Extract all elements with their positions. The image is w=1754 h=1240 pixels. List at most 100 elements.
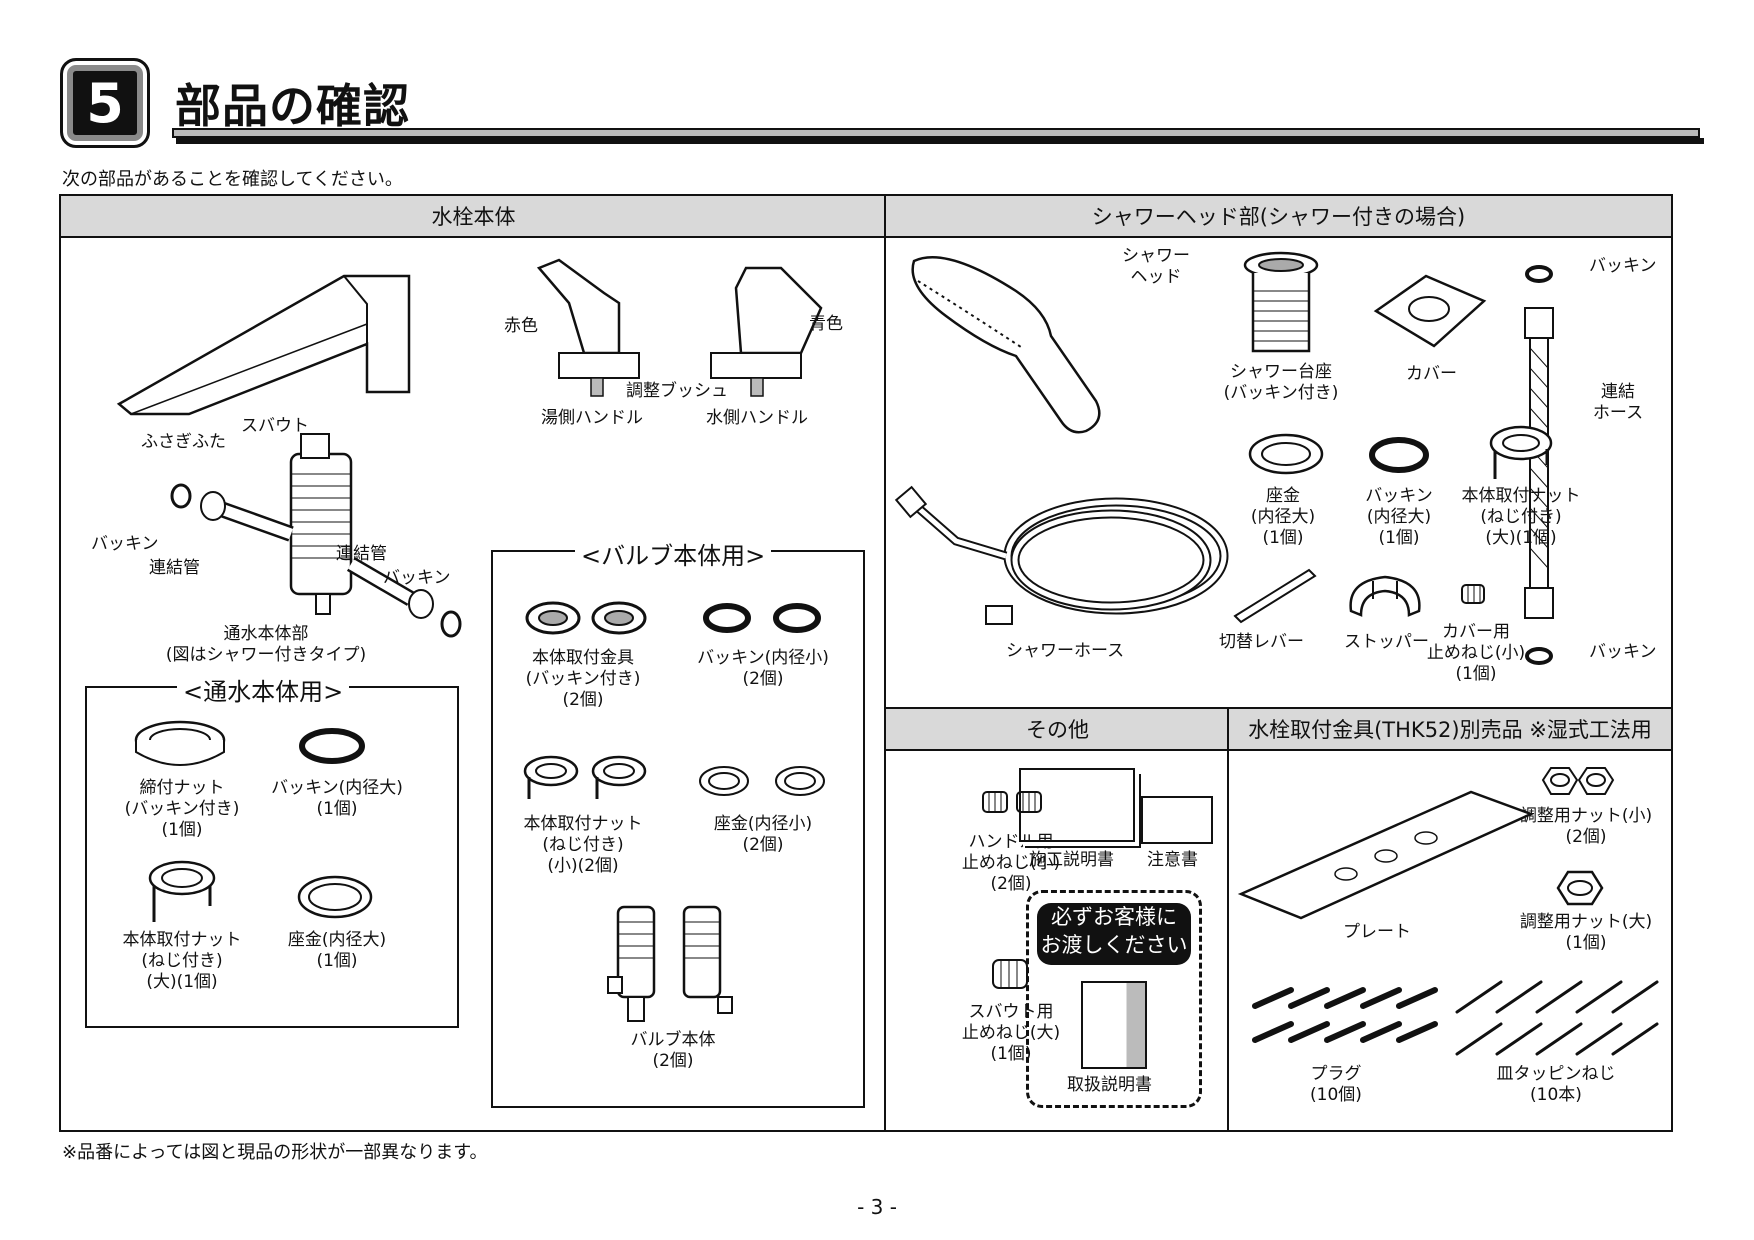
hand-over-notice-2: お渡しください [1040,933,1188,957]
body-bracket-label-2: (バッキン付き) [525,669,641,689]
user-manual-label: 取扱説明書 [1067,1075,1152,1095]
packing-right-label: バッキン [383,568,451,588]
body-nut-large-label-2: (ねじ付き) [141,951,223,971]
page-title: 部品の確認 [175,79,410,133]
intro-text: 次の部品があることを確認してください。 [62,169,403,190]
handle-screw-icon [982,791,1042,813]
tapping-screw-label-1: 皿タッピンねじ [1496,1064,1616,1084]
washer-small-label-2: (2個) [742,835,784,855]
push-label: 調整ブッシュ [626,381,728,401]
body-nut-small-icon [523,755,647,799]
washer-large-label: 座金(内径大) (1個) [257,930,417,972]
tightening-nut-label-2: (バッキン付き) [124,799,240,819]
body-nut-large-label-3: (大)(1個) [146,972,218,992]
cover-screw-label: カバー用 止めねじ(小) (1個) [1411,622,1541,685]
packing-bottom-label: バッキン [1589,642,1657,662]
water-body-illustration [170,433,462,638]
tapping-screw-icon [1455,980,1659,1056]
shower-base-label-2: (バッキン付き) [1223,383,1339,403]
spout-screw-label-3: (1個) [990,1044,1032,1064]
shower-head-label-1: シャワー [1122,246,1190,266]
hand-over-notice: 必ずお客様に お渡しください [1037,903,1191,965]
tightening-nut-label: 締付ナット (バッキン付き) (1個) [112,778,252,841]
stopper-label: ストッパー [1344,632,1429,652]
shower-base-icon [1243,251,1319,353]
divider-other [1227,709,1229,1130]
spout-screw-label-1: スバウト用 [968,1002,1054,1022]
shower-packing-label-2: (内径大) [1366,507,1432,527]
hot-handle-label: 湯側ハンドル [541,408,643,428]
shower-hose-label: シャワーホース [1006,641,1125,661]
washer-large-label-2: (1個) [316,951,358,971]
install-manual-label: 施工説明書 [1029,850,1114,870]
packing-large-label: バッキン(内径大) (1個) [257,778,417,820]
handle-screw-label-1: ハンドル用 [968,832,1054,852]
plug-label-1: プラグ [1310,1064,1362,1084]
shower-base-label-1: シャワー台座 [1230,362,1332,382]
parts-table: 水栓本体 シャワーヘッド部(シャワー付きの場合) その他 水栓取付金具(THK5… [59,194,1673,1132]
plug-icon [1252,987,1438,1043]
shower-packing-label-1: バッキン [1365,486,1433,506]
install-manual-icon [1019,768,1135,842]
cover-label: カバー [1406,364,1457,384]
tapping-screw-label: 皿タッピンねじ (10本) [1491,1064,1621,1106]
body-nut-large-icon [148,860,216,922]
stopper-icon [1349,575,1421,617]
shower-nut-icon [1489,425,1553,479]
spout-label: スバウト [241,416,309,436]
shower-packing-icon [1369,437,1429,473]
body-nut-large-label: 本体取付ナット (ねじ付き) (大)(1個) [112,930,252,993]
shower-packing-label: バッキン (内径大) (1個) [1349,486,1449,549]
shower-hose-icon [894,485,1229,625]
lever-icon [1233,568,1317,624]
cold-handle-label: 水側ハンドル [706,408,808,428]
shower-header: シャワーヘッド部(シャワー付きの場合) [886,196,1671,238]
tightening-nut-icon [134,720,226,766]
body-bracket-label-1: 本体取付金具 [532,648,634,668]
packing-large-label-2: (1個) [316,799,358,819]
body-nut-small-label-2: (ねじ付き) [542,835,624,855]
adjust-nut-large-label-1: 調整用ナット(大) [1519,912,1653,932]
valve-parts-box: <バルブ本体用> 本体取付金具 (バッキン付き) (2個) バッキン(内径小) … [491,536,865,1108]
waterbody-parts-title: <通水本体用> [177,672,350,707]
body-nut-large-label-1: 本体取付ナット [122,930,242,950]
valve-body-label-1: バルブ本体 [630,1030,716,1050]
shower-nut-label-2: (ねじ付き) [1480,507,1562,527]
adjust-nut-small-label-1: 調整用ナット(小) [1519,806,1653,826]
connecting-hose-label: 連結 ホース [1589,382,1647,424]
shower-washer-label: 座金 (内径大) (1個) [1233,486,1333,549]
connecting-hose-label-1: 連結 [1601,382,1635,402]
packing-top-label: バッキン [1589,256,1657,276]
valve-parts-title: <バルブ本体用> [575,536,772,571]
other-header: その他 [886,709,1229,751]
tapping-screw-label-2: (10本) [1530,1085,1582,1105]
cover-screw-label-1: カバー用 [1442,622,1510,642]
plate-icon [1237,790,1535,920]
tightening-nut-label-3: (1個) [161,820,203,840]
packing-small-icon [703,603,821,633]
adjust-nut-small-icon [1541,767,1615,795]
adjust-nut-large-icon [1556,870,1604,906]
valve-body-icon [607,905,733,1022]
spout-screw-label: スバウト用 止めねじ(大) (1個) [946,1002,1076,1065]
shower-head-label: シャワー ヘッド [1111,246,1201,288]
cover-screw-label-3: (1個) [1455,664,1497,684]
washer-large-icon [297,875,373,919]
plug-label-2: (10個) [1310,1085,1362,1105]
pipe-right-label: 連結管 [336,544,387,564]
body-bracket-label-3: (2個) [562,690,604,710]
adjust-nut-large-label-2: (1個) [1565,933,1607,953]
body-nut-small-label-1: 本体取付ナット [523,814,643,834]
cover-icon [1373,274,1487,348]
handle-screw-label-2: 止めねじ(小) [961,853,1061,873]
shower-nut-label-3: (大)(1個) [1485,528,1557,548]
caution-sheet-icon [1141,796,1213,844]
hand-over-box: 必ずお客様に お渡しください 取扱説明書 [1026,890,1202,1108]
shower-head-icon [911,256,1101,434]
hot-handle-icon [536,258,640,397]
user-manual-icon [1081,981,1147,1069]
footnote: ※品番によっては図と現品の形状が一部異なります。 [62,1142,488,1163]
shower-head-label-2: ヘッド [1130,267,1182,287]
connecting-hose-icon [1524,265,1554,665]
packing-small-label-2: (2個) [742,669,784,689]
